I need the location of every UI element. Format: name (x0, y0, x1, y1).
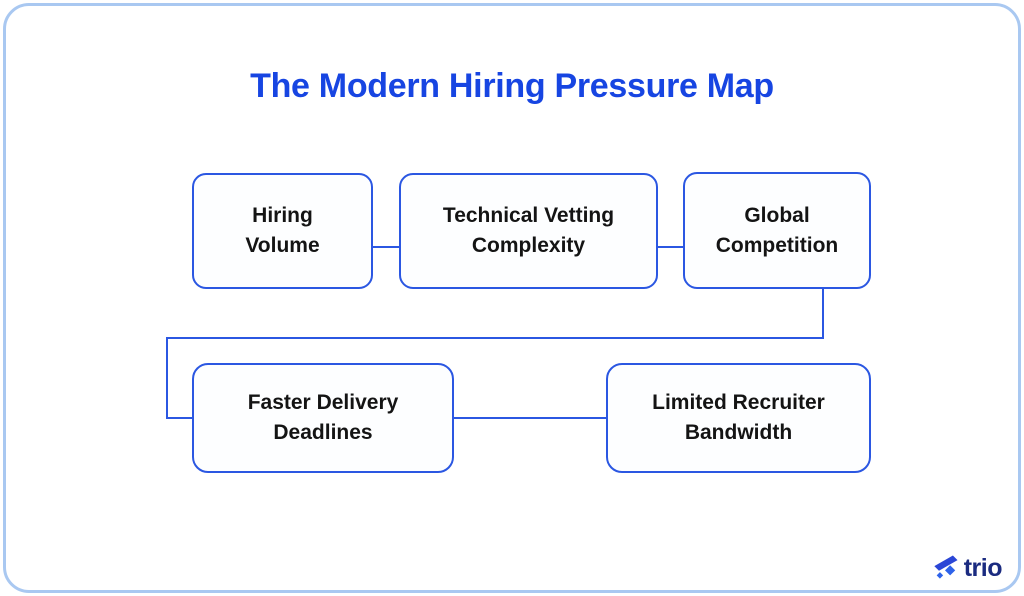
trio-logo-wordmark: trio (963, 554, 1003, 582)
page-title: The Modern Hiring Pressure Map (250, 67, 774, 105)
connector-faster-to-limited (453, 417, 607, 419)
connector-left-drop-segment (166, 337, 168, 419)
node-limited-recruiter-bandwidth: Limited Recruiter Bandwidth (606, 363, 871, 473)
connector-horizontal-return-segment (166, 337, 824, 339)
connector-into-faster-delivery (166, 417, 193, 419)
node-faster-delivery-deadlines: Faster Delivery Deadlines (192, 363, 454, 473)
node-label: Global Competition (715, 203, 839, 257)
node-label: Faster Delivery Deadlines (247, 391, 399, 444)
trio-logo: trio (932, 554, 1003, 582)
node-label: Hiring Volume (245, 204, 320, 257)
node-global-competition: Global Competition (683, 172, 871, 289)
trio-logo-icon (934, 555, 958, 579)
node-label: Limited Recruiter Bandwidth (652, 391, 825, 444)
node-technical-vetting-complexity: Technical Vetting Complexity (399, 173, 658, 289)
node-label: Technical Vetting Complexity (442, 204, 615, 257)
connector-hiring-to-technical (372, 246, 400, 248)
connector-global-drop-segment (822, 288, 824, 339)
connector-technical-to-global (656, 246, 684, 248)
node-hiring-volume: Hiring Volume (192, 173, 373, 289)
